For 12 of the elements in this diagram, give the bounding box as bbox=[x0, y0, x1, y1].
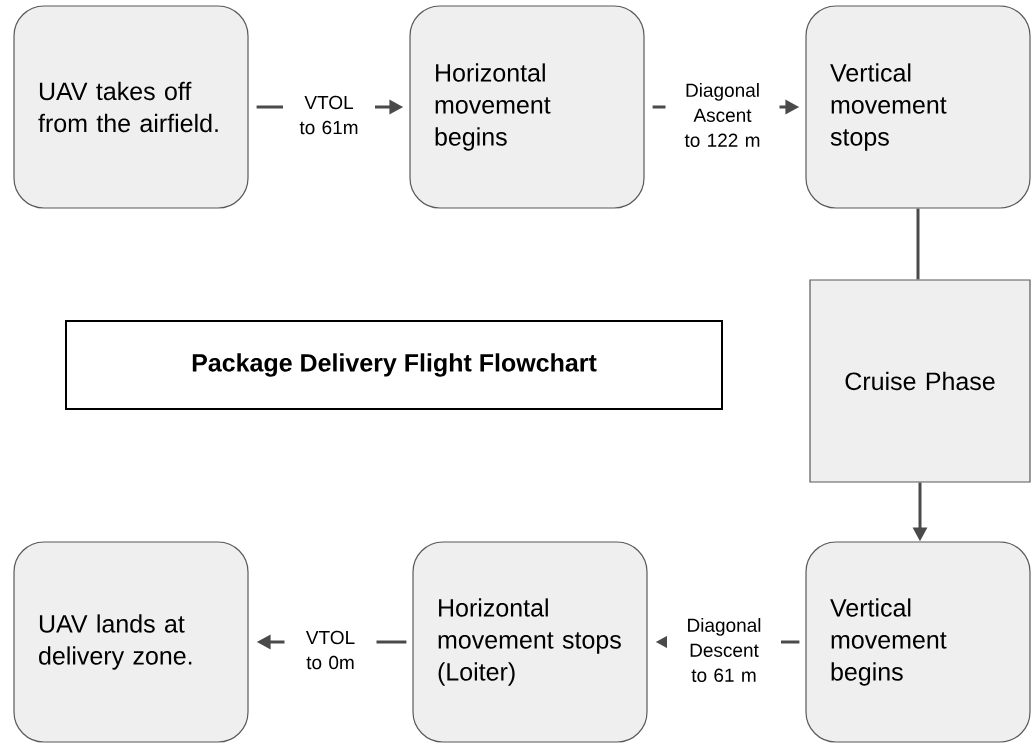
process-box: Horizontal movement begins bbox=[409, 5, 645, 209]
process-box: UAV takes off from the airfield. bbox=[13, 5, 249, 209]
process-box: UAV lands at delivery zone. bbox=[13, 541, 249, 743]
title-box: Package Delivery Flight Flowchart bbox=[65, 320, 723, 410]
process-box: Horizontal movement stops (Loiter) bbox=[412, 541, 648, 743]
process-box: Vertical movement stops bbox=[805, 5, 1031, 209]
process-box: Vertical movement begins bbox=[805, 541, 1031, 743]
edge-label: Diagonal Descent to 61 m bbox=[667, 617, 781, 683]
phase-box: Cruise Phase bbox=[809, 279, 1031, 483]
edge-label: VTOL to 0m bbox=[284, 629, 377, 671]
edge-label: Diagonal Ascent to 122 m bbox=[665, 82, 780, 148]
edge-label: VTOL to 61m bbox=[283, 94, 375, 136]
